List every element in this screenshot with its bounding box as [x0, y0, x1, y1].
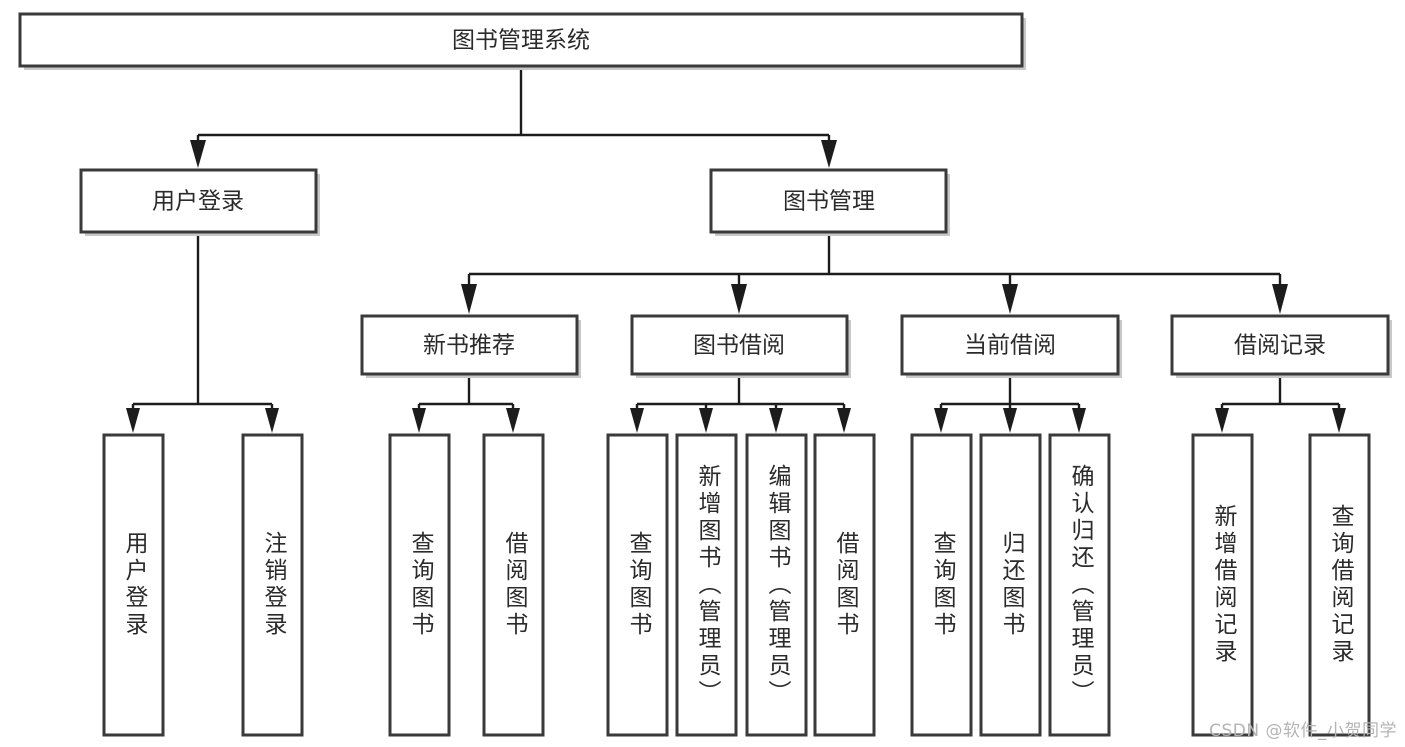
- arrow-borrow-leaf1: [630, 408, 644, 433]
- leaf-box-edit-book-admin[interactable]: [745, 433, 808, 737]
- new-book-recommend-label: 新书推荐: [423, 333, 515, 359]
- borrow-record-box: [1170, 314, 1390, 376]
- node-book-management[interactable]: 图书管理: [709, 168, 950, 236]
- arrow-current-leaf1: [934, 408, 948, 433]
- current-borrow-label: 当前借阅: [964, 333, 1056, 359]
- csdn-watermark: CSDN @软件_小贺同学: [1209, 721, 1397, 741]
- leaf-box-query-book-3[interactable]: [910, 433, 973, 737]
- arrow-bm-to-record: [1272, 284, 1288, 314]
- arrow-borrow-leaf3: [769, 408, 783, 433]
- arrow-bm-to-recommend: [461, 284, 477, 314]
- leaf-box-borrow-book-2[interactable]: [813, 433, 876, 737]
- connector-layer: [126, 66, 1346, 433]
- new-book-recommend-box: [360, 314, 579, 376]
- leaf-box-user-login[interactable]: [102, 433, 165, 737]
- arrow-recommend-leaf2: [506, 408, 520, 433]
- arrow-root-to-user-login: [190, 140, 206, 168]
- borrow-record-label: 借阅记录: [1234, 333, 1326, 359]
- root-label: 图书管理系统: [452, 28, 590, 54]
- leaf-box-borrow-book-1[interactable]: [482, 433, 545, 737]
- arrow-record-leaf1: [1215, 408, 1229, 433]
- node-borrow-record[interactable]: 借阅记录: [1170, 314, 1392, 378]
- user-login-box: [79, 168, 318, 234]
- leaf-box-layer: [102, 433, 1371, 737]
- node-user-login[interactable]: 用户登录: [79, 168, 320, 236]
- arrow-root-to-book-management: [821, 140, 837, 168]
- arrow-bm-to-current: [1002, 284, 1018, 314]
- arrow-bm-to-borrow: [731, 284, 747, 314]
- book-management-label: 图书管理: [783, 189, 875, 215]
- leaf-box-return-book[interactable]: [979, 433, 1042, 737]
- book-management-box: [709, 168, 948, 234]
- node-current-borrow[interactable]: 当前借阅: [900, 314, 1122, 378]
- arrow-current-leaf3: [1072, 408, 1086, 433]
- leaf-box-add-book-admin[interactable]: [675, 433, 738, 737]
- leaf-box-add-borrow-record[interactable]: [1191, 433, 1254, 737]
- arrow-record-leaf2: [1332, 408, 1346, 433]
- arrow-borrow-leaf2: [699, 408, 713, 433]
- node-book-borrow[interactable]: 图书借阅: [630, 314, 851, 378]
- arrow-recommend-leaf1: [412, 408, 426, 433]
- node-root[interactable]: 图书管理系统: [18, 12, 1026, 70]
- leaf-box-query-borrow-record[interactable]: [1308, 433, 1371, 737]
- leaf-box-confirm-return-admin[interactable]: [1048, 433, 1111, 737]
- node-new-book-recommend[interactable]: 新书推荐: [360, 314, 581, 378]
- user-login-label: 用户登录: [152, 189, 244, 215]
- root-box: [18, 12, 1024, 68]
- arrow-user-login-leaf2: [265, 408, 279, 433]
- leaf-box-query-book-2[interactable]: [606, 433, 669, 737]
- leaf-box-query-book-1[interactable]: [388, 433, 451, 737]
- book-borrow-box: [630, 314, 849, 376]
- arrow-borrow-leaf4: [837, 408, 851, 433]
- book-borrow-label: 图书借阅: [693, 333, 785, 359]
- current-borrow-box: [900, 314, 1120, 376]
- arrow-user-login-leaf1: [126, 408, 140, 433]
- arrow-current-leaf2: [1003, 408, 1017, 433]
- leaf-box-logout-login[interactable]: [241, 433, 304, 737]
